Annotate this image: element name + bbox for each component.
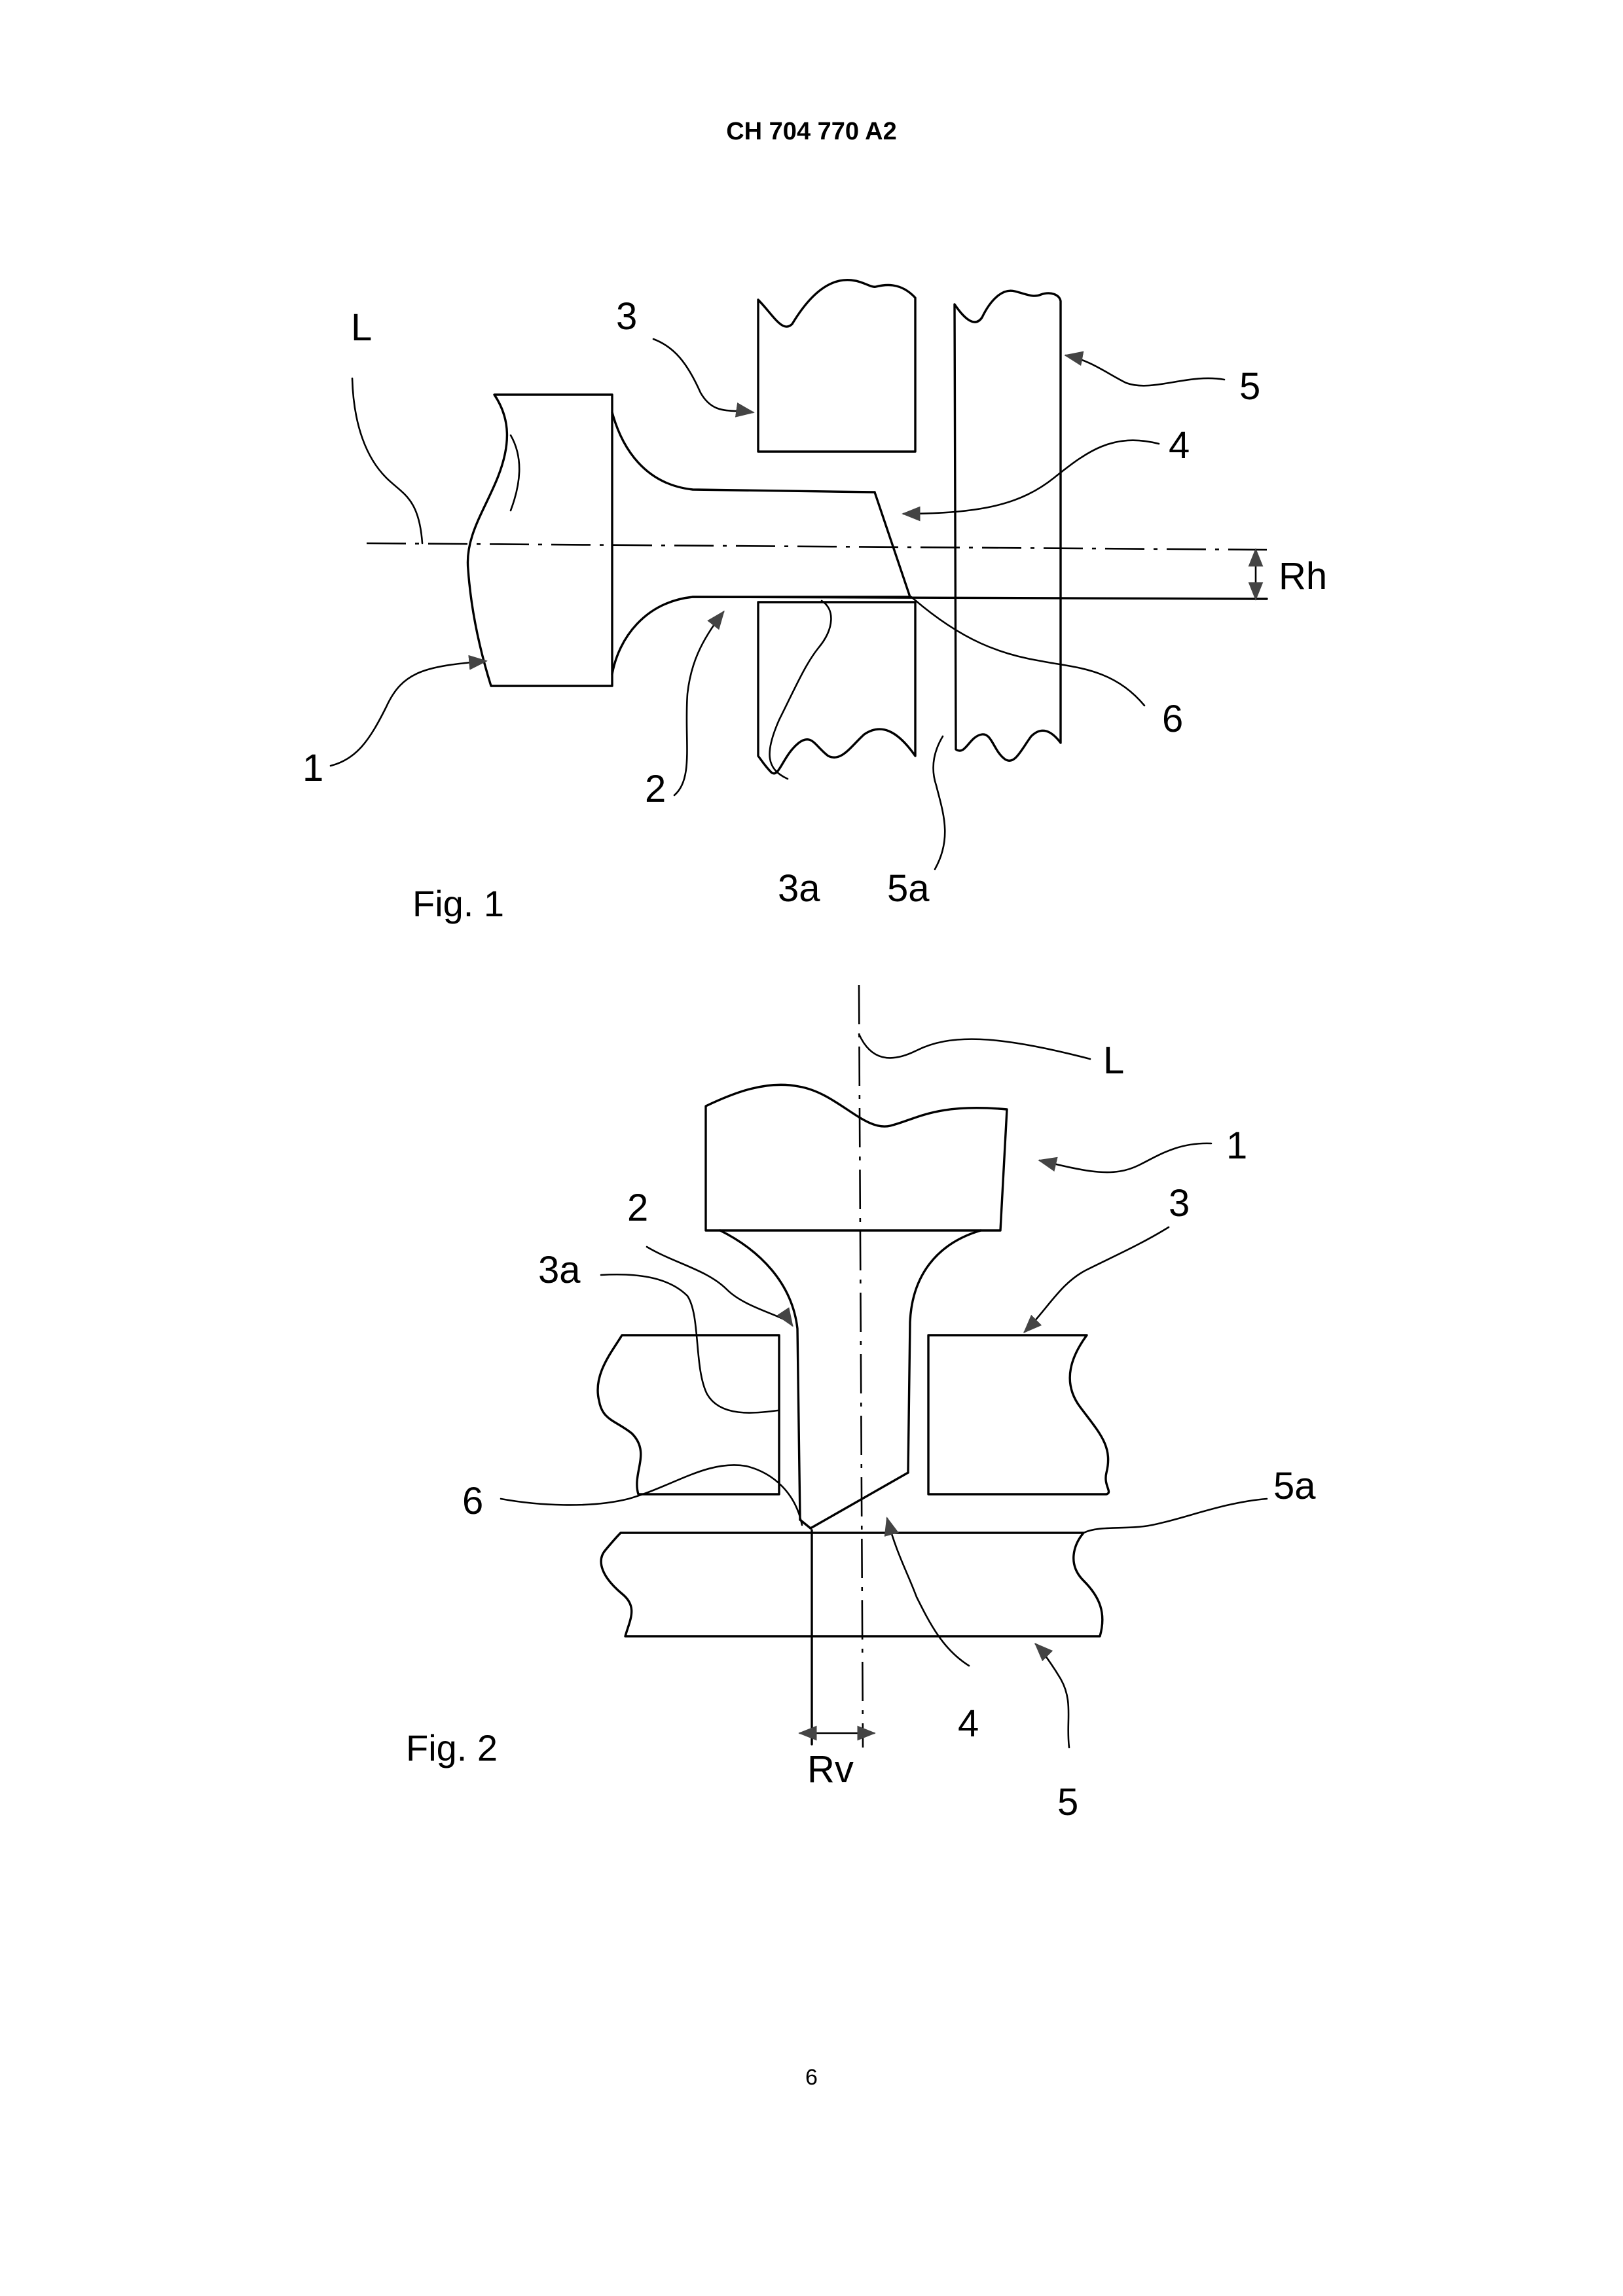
label-1: 1 <box>302 747 323 789</box>
label-3: 3 <box>1169 1182 1190 1225</box>
leader-5a <box>1084 1499 1267 1533</box>
label-Rv: Rv <box>807 1748 854 1791</box>
part-5-base-plate <box>601 1533 1103 1636</box>
axis-L <box>859 985 863 1748</box>
leader-2 <box>674 612 723 795</box>
label-5a: 5a <box>1273 1465 1316 1507</box>
label-2: 2 <box>645 768 666 810</box>
part-4-tip <box>811 1473 908 1528</box>
label-5: 5 <box>1057 1781 1078 1823</box>
part-1-head <box>467 395 612 686</box>
page-number: 6 <box>0 2065 1623 2090</box>
part-3-upper-block <box>758 280 915 452</box>
leader-3 <box>1025 1227 1169 1332</box>
label-6: 6 <box>462 1480 483 1522</box>
part-3-right-block <box>928 1335 1109 1494</box>
leader-3a <box>769 601 831 779</box>
label-6: 6 <box>1162 698 1183 740</box>
part-3-lower-block <box>758 602 915 774</box>
part-1-break-line <box>511 435 519 511</box>
figure-2-caption: Fig. 2 <box>406 1727 498 1768</box>
label-2: 2 <box>627 1187 648 1229</box>
leader-4 <box>903 440 1159 514</box>
label-Rh: Rh <box>1279 555 1327 598</box>
leader-4 <box>887 1518 969 1666</box>
leader-L <box>859 1034 1090 1059</box>
document-number: CH 704 770 A2 <box>0 118 1623 146</box>
label-3a: 3a <box>778 867 820 910</box>
figure-1: L 3 5 4 Rh 6 1 2 3a 5a Fig. 1 <box>0 262 1623 949</box>
label-5a: 5a <box>887 867 930 910</box>
part-1-head <box>706 1085 1007 1230</box>
figure-1-caption: Fig. 1 <box>412 883 504 924</box>
label-1: 1 <box>1226 1124 1247 1167</box>
label-4: 4 <box>1169 424 1190 467</box>
part-5-wall <box>955 291 1061 761</box>
leader-L <box>352 378 422 543</box>
label-L: L <box>1103 1039 1124 1082</box>
label-5: 5 <box>1239 365 1260 408</box>
contact-reference-line <box>693 597 1267 599</box>
label-3: 3 <box>616 295 637 338</box>
part-3-left-block <box>598 1335 779 1494</box>
leader-3a <box>601 1274 778 1412</box>
figure-2: L 1 2 3 3a 6 5a 4 Rv 5 Fig. 2 <box>0 975 1623 1859</box>
part-2-shaft-lower-edge <box>612 597 910 674</box>
leader-1 <box>331 661 486 766</box>
label-3a: 3a <box>538 1249 581 1291</box>
leader-2 <box>647 1247 792 1325</box>
leader-3 <box>653 339 753 412</box>
label-L: L <box>351 306 372 349</box>
axis-L <box>367 543 1267 550</box>
leader-5 <box>1066 355 1224 386</box>
part-4-tip <box>875 492 910 597</box>
leader-1 <box>1040 1143 1211 1172</box>
leader-5a <box>933 736 945 869</box>
leader-5 <box>1036 1644 1069 1748</box>
part-2-shaft-right-edge <box>908 1230 981 1473</box>
leader-6 <box>911 597 1144 706</box>
part-2-shaft-left-edge <box>720 1230 800 1520</box>
label-4: 4 <box>958 1702 979 1745</box>
